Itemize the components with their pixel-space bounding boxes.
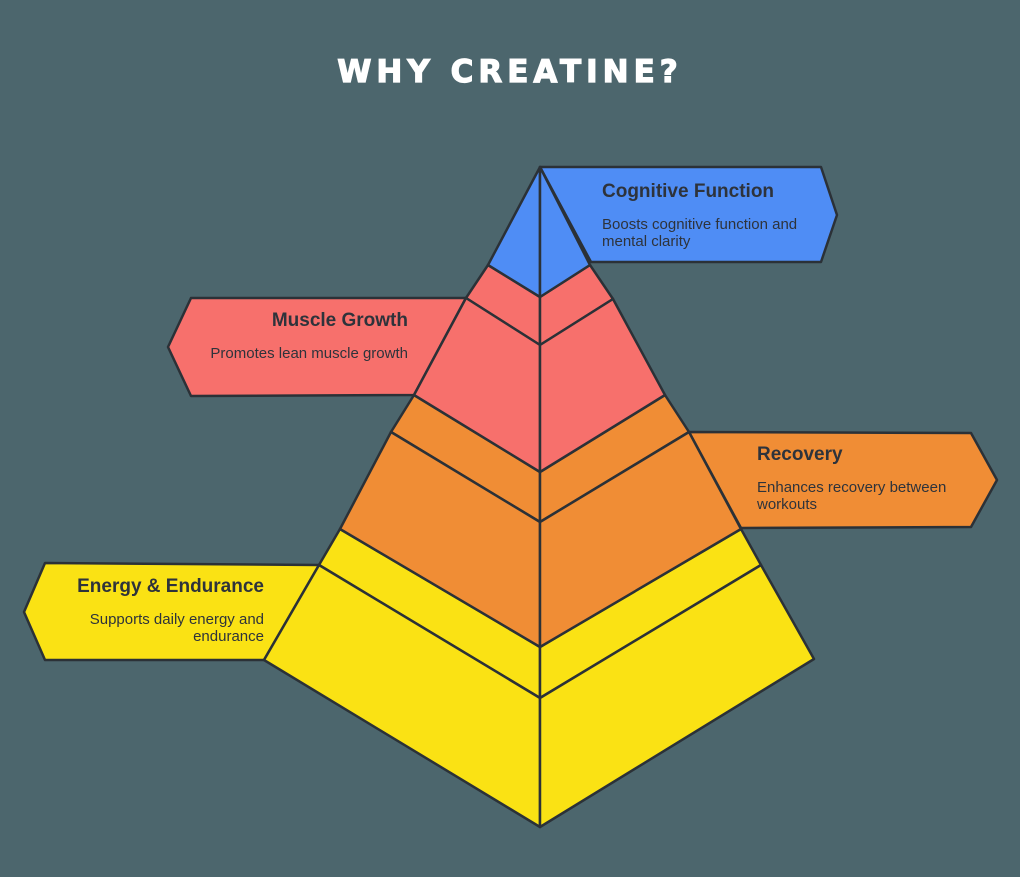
level-muscle-growth <box>166 263 667 474</box>
level-description: Supports daily energy and endurance <box>45 611 264 645</box>
pyramid-face-right-energy-endurance <box>538 563 816 829</box>
pyramid-face-right-recovery <box>538 430 743 649</box>
level-description: Enhances recovery between workouts <box>757 479 972 513</box>
banner-text-recovery: Recovery Enhances recovery between worko… <box>757 444 972 513</box>
banner-text-muscle-growth: Muscle Growth Promotes lean muscle growt… <box>186 310 408 362</box>
page-title: WHY CREATINE? <box>337 53 683 90</box>
level-title: Cognitive Function <box>602 181 775 202</box>
banner-description-line: endurance <box>193 628 264 645</box>
pyramid-face-right-muscle-growth <box>538 297 667 474</box>
level-cognitive-function <box>486 165 839 299</box>
level-title: Recovery <box>757 444 843 465</box>
banner-description-line: Promotes lean muscle growth <box>210 345 408 362</box>
pyramid-face-right-cognitive-function <box>538 165 592 299</box>
banner-ribbon-cognitive-function <box>538 165 839 264</box>
banner-text-cognitive-function: Cognitive Function Boosts cognitive func… <box>602 181 827 250</box>
banner-description-line: mental clarity <box>602 233 691 250</box>
banner-description-line: Enhances recovery between <box>757 479 947 496</box>
level-title: Energy & Endurance <box>77 576 264 597</box>
level-recovery <box>338 393 999 649</box>
banner-description-line: Supports daily energy and <box>89 611 264 628</box>
level-energy-endurance <box>22 527 816 829</box>
level-title: Muscle Growth <box>271 310 408 331</box>
banner-text-energy-endurance: Energy & Endurance Supports daily energy… <box>45 576 264 645</box>
banner-description-line: workouts <box>757 496 818 513</box>
level-description: Promotes lean muscle growth <box>186 345 408 362</box>
level-description: Boosts cognitive function and mental cla… <box>602 216 827 250</box>
banner-description-line: Boosts cognitive function and <box>602 216 798 233</box>
